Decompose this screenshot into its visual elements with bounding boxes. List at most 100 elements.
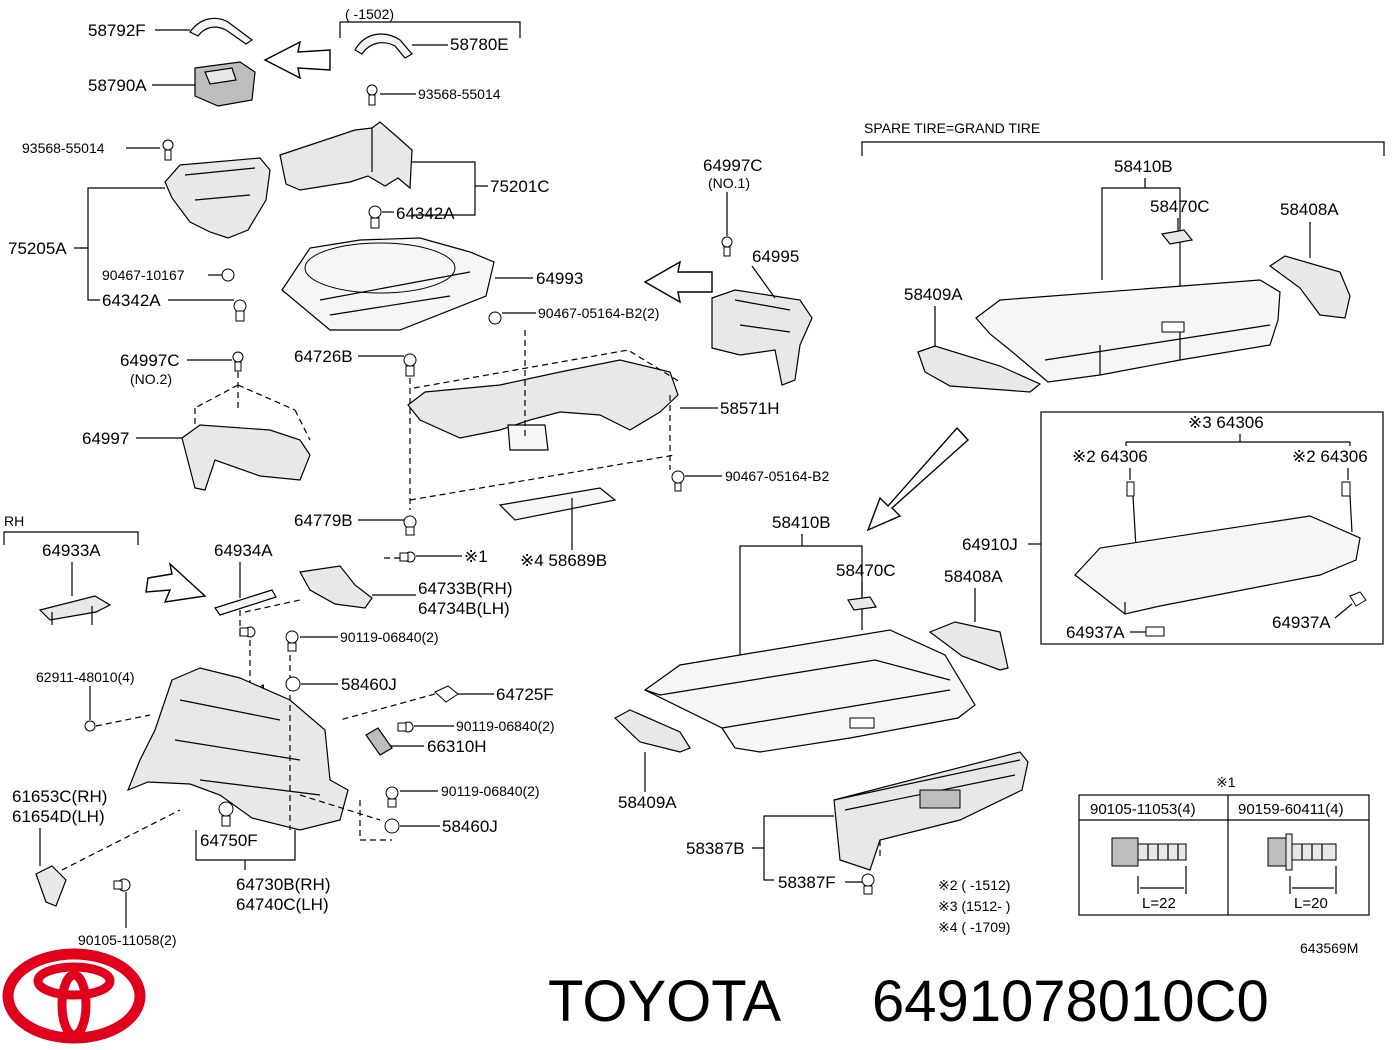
label-64342a: 64342A	[102, 291, 161, 310]
label-58460j-a: 58460J	[341, 675, 397, 694]
label-58408a-top: 58408A	[1280, 200, 1339, 219]
clip-90467-b2-2	[488, 311, 536, 325]
label-58410b: 58410B	[772, 513, 831, 532]
clip-64342a-top	[368, 205, 394, 229]
bolt-flange-icon	[1267, 833, 1337, 894]
label-64734b: 64734B(LH)	[418, 599, 510, 618]
label-58780e: 58780E	[450, 35, 509, 54]
label-64779b: 64779B	[294, 511, 353, 530]
part-58470c	[847, 582, 877, 611]
part-58409a	[613, 709, 691, 792]
label-64306-top: ※3 64306	[1188, 413, 1264, 432]
part-58792f	[155, 17, 254, 45]
label-star1-a: ※1	[464, 547, 488, 566]
part-58387b	[833, 751, 1029, 871]
arrow-left-icon	[263, 40, 331, 80]
label-64934a: 64934A	[214, 541, 273, 560]
label-61654d: 61654D(LH)	[12, 807, 105, 826]
note-2: ※2 ( -1512)	[938, 877, 1010, 893]
part-66310h	[365, 727, 424, 756]
part-64933a	[38, 562, 112, 625]
label-61653c: 61653C(RH)	[12, 787, 107, 806]
label-64733b: 64733B(RH)	[418, 579, 513, 598]
clip-64937a-left	[1130, 626, 1165, 637]
label-spare-tire: SPARE TIRE=GRAND TIRE	[864, 120, 1040, 136]
label-64910j: 64910J	[962, 535, 1018, 554]
label-64725f: 64725F	[496, 685, 554, 704]
label-64997c: 64997C	[120, 351, 180, 370]
label-64933a: 64933A	[42, 541, 101, 560]
label-90105-11058: 90105-11058(2)	[78, 932, 177, 948]
label-75205a: 75205A	[8, 239, 67, 258]
label-58689b: ※4 58689B	[520, 551, 607, 570]
label-58792f: 58792F	[88, 21, 146, 40]
part-61653c	[35, 809, 181, 907]
note-4: ※4 ( -1709)	[938, 919, 1010, 935]
label-58571h: 58571H	[720, 399, 780, 418]
part-64910j	[1074, 515, 1361, 615]
label-64993: 64993	[536, 269, 583, 288]
clip-58460j-b	[359, 800, 440, 841]
clip-64779b	[358, 515, 417, 536]
arrow-right-icon	[145, 562, 207, 603]
label-64306-left: ※2 64306	[1072, 447, 1148, 466]
part-58410b	[643, 629, 976, 753]
label-star1-table: ※1	[1216, 774, 1236, 790]
label-64750f: 64750F	[200, 831, 258, 850]
clip-90105-11058	[113, 878, 131, 928]
toyota-logo	[2, 948, 146, 1044]
clip-58460j-a	[285, 676, 338, 692]
table-col2-part: 90159-60411(4)	[1238, 801, 1344, 818]
part-64993	[281, 237, 495, 331]
label-58470c: 58470C	[836, 561, 896, 580]
clip-62911	[84, 686, 151, 732]
part-58790a	[152, 61, 256, 107]
label-66310h: 66310H	[427, 737, 487, 756]
clip-93568-b	[126, 139, 174, 161]
label-93568-b: 93568-55014	[22, 140, 105, 156]
table-col2-len: L=20	[1294, 895, 1328, 912]
clip-64726b	[358, 353, 417, 510]
clip-64997c	[187, 351, 296, 411]
part-58470c-top	[1160, 218, 1194, 245]
clip-64997c-top	[721, 192, 733, 257]
label-62911: 62911-48010(4)	[36, 669, 135, 685]
part-64306-left	[1126, 468, 1137, 549]
label-no1: (NO.1)	[708, 175, 750, 191]
label-90467-b2-2: 90467-05164-B2(2)	[538, 305, 659, 321]
clip-64725f	[339, 685, 494, 721]
label-64726b: 64726B	[294, 347, 353, 366]
label-64997c-top: 64997C	[703, 156, 763, 175]
part-75201c	[279, 121, 413, 191]
arrow-down-left-icon	[866, 426, 969, 532]
clip-90119-c	[385, 786, 438, 808]
label-rh: RH	[4, 513, 24, 529]
part-64934a	[214, 562, 277, 616]
part-58408a	[928, 588, 1009, 671]
clip-90467-b2	[671, 470, 722, 492]
label-58470c-top: 58470C	[1150, 197, 1210, 216]
fastener-table: 90105-11053(4) 90159-60411(4) L=22 L=20	[1078, 794, 1370, 916]
clip-90119-b	[397, 721, 454, 733]
label-64937a-right: 64937A	[1272, 613, 1331, 632]
label-90467-b2: 90467-05164-B2	[725, 468, 830, 484]
brand-part-number: 6491078010C0	[872, 969, 1269, 1034]
label-64342a-top: 64342A	[396, 204, 455, 223]
label-date-top: ( -1502)	[345, 6, 394, 22]
label-58410b-top: 58410B	[1114, 157, 1173, 176]
label-64306-right: ※2 64306	[1292, 447, 1368, 466]
part-58410b-top	[975, 279, 1281, 383]
part-64306-right	[1341, 468, 1353, 533]
label-58387b: 58387B	[686, 839, 745, 858]
part-58689b	[498, 487, 617, 550]
clip-64937a-right	[1334, 591, 1367, 619]
part-58780e	[354, 33, 448, 59]
label-75201c: 75201C	[490, 177, 550, 196]
diagram-id: 643569M	[1300, 940, 1358, 956]
part-64995	[711, 265, 813, 386]
part-64997	[181, 408, 311, 491]
label-no2: (NO.2)	[130, 371, 172, 387]
clip-90467-10167	[208, 268, 235, 282]
label-90119-c: 90119-06840(2)	[441, 783, 540, 799]
